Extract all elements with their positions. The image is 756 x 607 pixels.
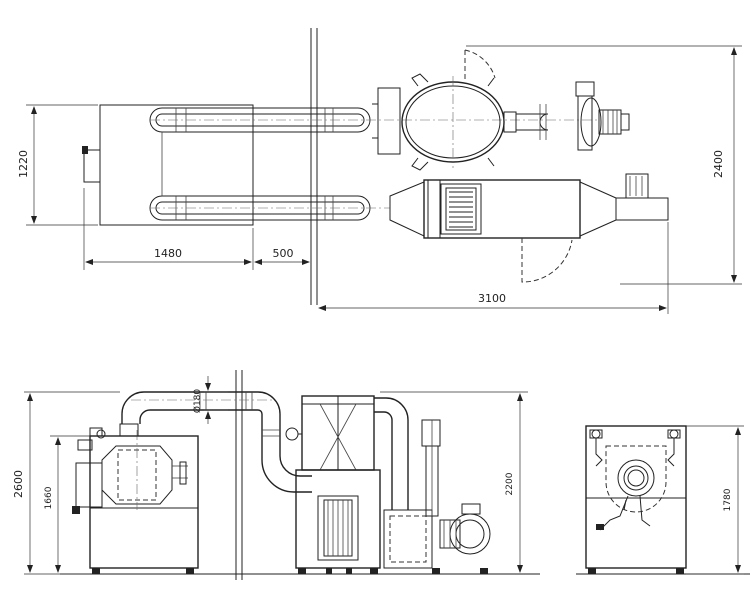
dim-plan-width-left-label: 1480 xyxy=(154,247,182,260)
dim-front-total-label: 2600 xyxy=(12,470,25,498)
dim-plan-gap-label: 500 xyxy=(273,247,294,260)
front-duct xyxy=(121,391,312,493)
plan-pipes xyxy=(149,107,600,221)
dim-front-total: 2600 xyxy=(12,391,120,575)
plan-round-vessel xyxy=(372,49,549,171)
front-view: 2600 1660 Ø180 xyxy=(12,370,540,580)
front-chamber xyxy=(72,423,199,574)
plan-chamber xyxy=(99,104,254,226)
dim-plan-width-right-label: 3100 xyxy=(478,292,506,305)
dim-pipe-diameter: Ø180 xyxy=(192,376,228,424)
dim-side-height-label: 1780 xyxy=(723,488,733,511)
dim-plan-depth-label: 2400 xyxy=(712,150,725,178)
plan-view: 1220 xyxy=(17,28,742,314)
dim-front-tower-label: 2200 xyxy=(505,472,515,495)
plan-fan-top xyxy=(575,81,630,151)
dim-plan-depth: 2400 xyxy=(466,45,742,285)
front-tower xyxy=(285,395,409,574)
dim-front-box-label: 1660 xyxy=(44,486,54,509)
side-view: 1780 xyxy=(576,425,750,575)
dim-plan-height: 1220 xyxy=(17,104,98,226)
dim-front-tower: 2200 xyxy=(380,391,528,573)
dim-side-height: 1780 xyxy=(686,425,744,575)
plan-filter-unit xyxy=(389,173,669,283)
front-module xyxy=(383,419,491,574)
dim-pipe-diameter-label: Ø180 xyxy=(192,389,203,414)
dim-plan-bottom: 1480 500 3100 xyxy=(83,188,669,314)
plan-wall xyxy=(310,28,318,305)
dim-front-box: 1660 xyxy=(44,435,90,573)
dim-plan-height-label: 1220 xyxy=(17,150,30,178)
